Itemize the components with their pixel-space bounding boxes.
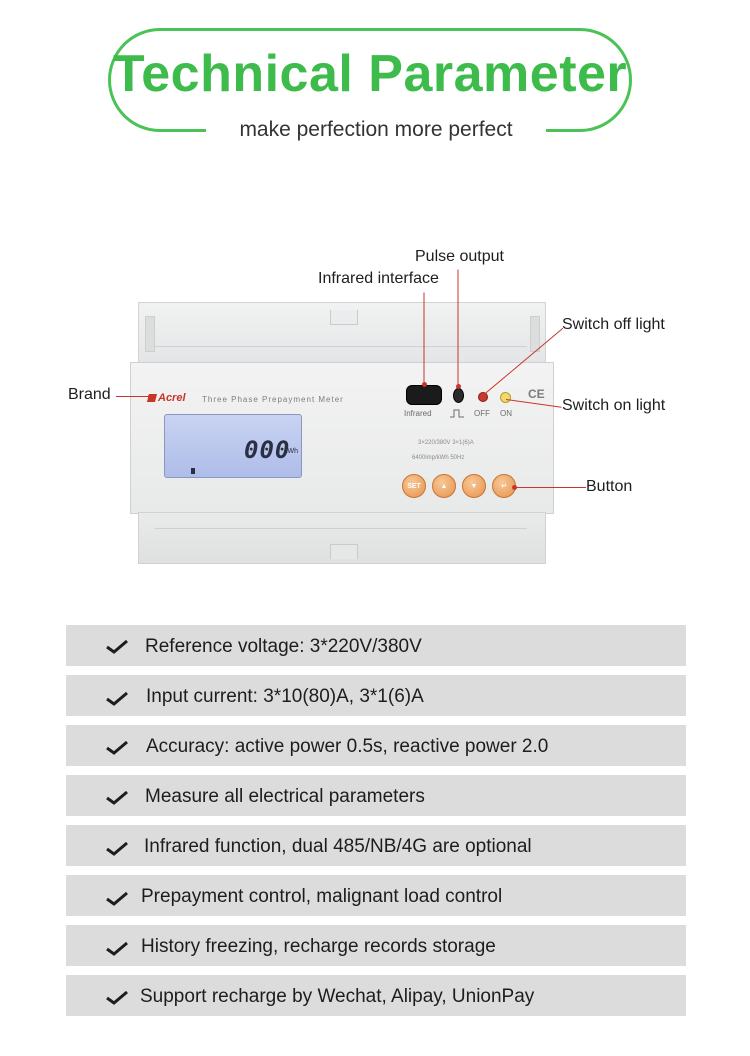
ce-mark: CE xyxy=(528,387,545,401)
feature-row xyxy=(66,675,686,716)
callout-line-brand xyxy=(116,396,150,397)
check-icon xyxy=(106,692,128,706)
lcd-reading: 000 xyxy=(244,436,291,464)
callout-line-button xyxy=(514,487,586,488)
lcd-unit: kWh xyxy=(284,448,298,455)
meter-set-button: SET xyxy=(402,474,426,498)
meter-up-button: ▲ xyxy=(432,474,456,498)
page-subtitle: make perfection more perfect xyxy=(206,116,546,144)
meter-notch-left xyxy=(145,316,155,352)
feature-text: Reference voltage: 3*220V/380V xyxy=(145,636,422,657)
meter-clip-bottom xyxy=(330,544,358,559)
check-icon xyxy=(106,741,128,755)
on-led-label: ON xyxy=(500,409,512,418)
feature-row xyxy=(66,725,686,766)
callout-line-pulse xyxy=(457,269,459,388)
infrared-port-label: Infrared xyxy=(404,409,432,418)
lcd-display xyxy=(164,414,302,478)
check-icon xyxy=(106,791,128,805)
lcd-indicator xyxy=(191,468,195,474)
callout-dot-button xyxy=(512,485,517,490)
meter-spec-line-1: 3×220/380V 3×1(6)A xyxy=(418,440,474,446)
feature-row xyxy=(66,875,686,916)
meter-divider xyxy=(155,346,527,347)
page-title: Technical Parameter xyxy=(112,45,628,103)
feature-text: Prepayment control, malignant load contr… xyxy=(141,886,503,907)
check-icon xyxy=(106,842,128,856)
off-led-label: OFF xyxy=(474,409,490,418)
brand-logo: Acrel xyxy=(146,392,186,404)
meter-down-button: ▼ xyxy=(462,474,486,498)
meter-model-label: Three Phase Prepayment Meter xyxy=(202,395,344,404)
callout-button: Button xyxy=(586,478,633,495)
feature-text: Support recharge by Wechat, Alipay, Unio… xyxy=(140,986,535,1007)
callout-switch-off-light: Switch off light xyxy=(562,316,665,333)
callout-dot-infrared xyxy=(422,382,427,387)
feature-text: Accuracy: active power 0.5s, reactive po… xyxy=(146,736,549,757)
feature-row xyxy=(66,775,686,816)
pulse-output-led xyxy=(453,388,464,403)
callout-dot-brand xyxy=(148,394,153,399)
feature-text: History freezing, recharge records stora… xyxy=(141,936,496,957)
callout-dot-pulse xyxy=(456,384,461,389)
check-icon xyxy=(106,640,128,654)
switch-on-led xyxy=(500,392,511,403)
feature-text: Measure all electrical parameters xyxy=(145,786,425,807)
pulse-wave-icon xyxy=(450,409,464,418)
feature-text: Input current: 3*10(80)A, 3*1(6)A xyxy=(146,686,424,707)
infrared-port xyxy=(406,385,442,405)
check-icon xyxy=(106,942,128,956)
callout-infrared-interface: Infrared interface xyxy=(318,270,439,287)
feature-row xyxy=(66,625,686,666)
feature-row xyxy=(66,975,686,1016)
check-icon xyxy=(106,991,128,1005)
feature-row xyxy=(66,825,686,866)
callout-pulse-output: Pulse output xyxy=(415,248,504,265)
feature-text: Infrared function, dual 485/NB/4G are op… xyxy=(144,836,532,857)
brand-name: Acrel xyxy=(158,392,186,404)
meter-spec-line-2: 6400imp/kWh 50Hz xyxy=(412,455,465,461)
switch-off-led xyxy=(478,392,488,402)
feature-row xyxy=(66,925,686,966)
callout-switch-on-light: Switch on light xyxy=(562,397,666,414)
callout-line-infrared xyxy=(423,292,425,385)
meter-enter-button: ↵ xyxy=(492,474,516,498)
callout-brand: Brand xyxy=(68,386,111,403)
meter-clip-top xyxy=(330,310,358,325)
meter-divider-bottom xyxy=(155,528,527,529)
check-icon xyxy=(106,892,128,906)
